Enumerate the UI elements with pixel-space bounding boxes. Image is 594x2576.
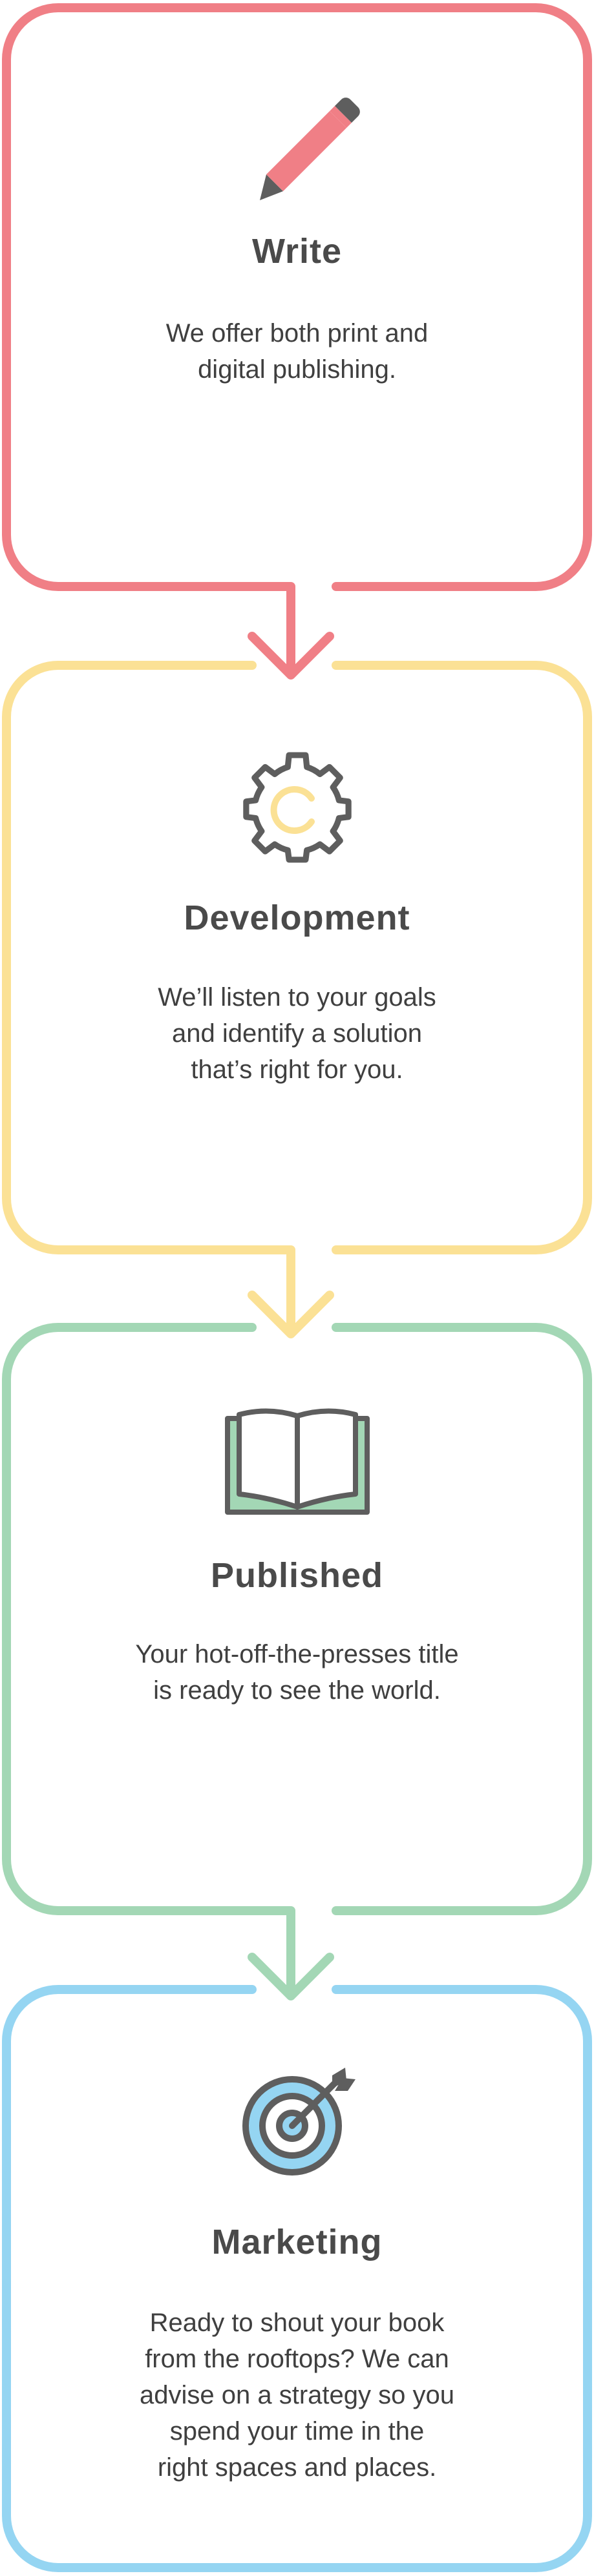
step-description-published: Your hot-off-the-presses title is ready … (97, 1636, 497, 1709)
step-title-write: Write (251, 232, 343, 271)
gear-icon (0, 749, 594, 866)
description-line: from the rooftops? We can (145, 2345, 449, 2373)
step-description-development: We’ll listen to your goals and identify … (97, 979, 497, 1088)
description-line: Ready to shout your book (149, 2309, 445, 2337)
development-box-outline (2, 661, 592, 1335)
open-book-icon (0, 1407, 594, 1517)
description-line: Your hot-off-the-presses title (135, 1640, 459, 1668)
target-icon (0, 2064, 594, 2180)
marketing-box-outline (2, 1985, 592, 2572)
step-title-development: Development (184, 898, 410, 937)
description-line: spend your time in the (169, 2417, 425, 2446)
description-line: advise on a strategy so you (140, 2381, 454, 2409)
write-connector-arrow (248, 582, 334, 680)
description-line: and identify a solution (172, 1019, 422, 1048)
description-line: We offer both print and (165, 319, 429, 348)
description-line: that’s right for you. (191, 1055, 403, 1084)
published-connector-arrow (248, 1953, 334, 2000)
step-description-marketing: Ready to shout your book from the roofto… (97, 2305, 497, 2486)
description-line: We’ll listen to your goals (158, 983, 436, 1012)
description-line: is ready to see the world. (153, 1676, 441, 1705)
write-box-outline (2, 3, 592, 591)
description-line: digital publishing. (198, 355, 396, 384)
step-title-marketing: Marketing (211, 2223, 383, 2261)
published-box-outline (2, 1323, 592, 1997)
step-description-write: We offer both print and digital publishi… (97, 315, 497, 388)
description-line: right spaces and places. (157, 2453, 437, 2482)
development-connector-arrow (248, 1291, 334, 1338)
step-title-published: Published (210, 1556, 384, 1595)
pencil-icon (0, 90, 594, 207)
